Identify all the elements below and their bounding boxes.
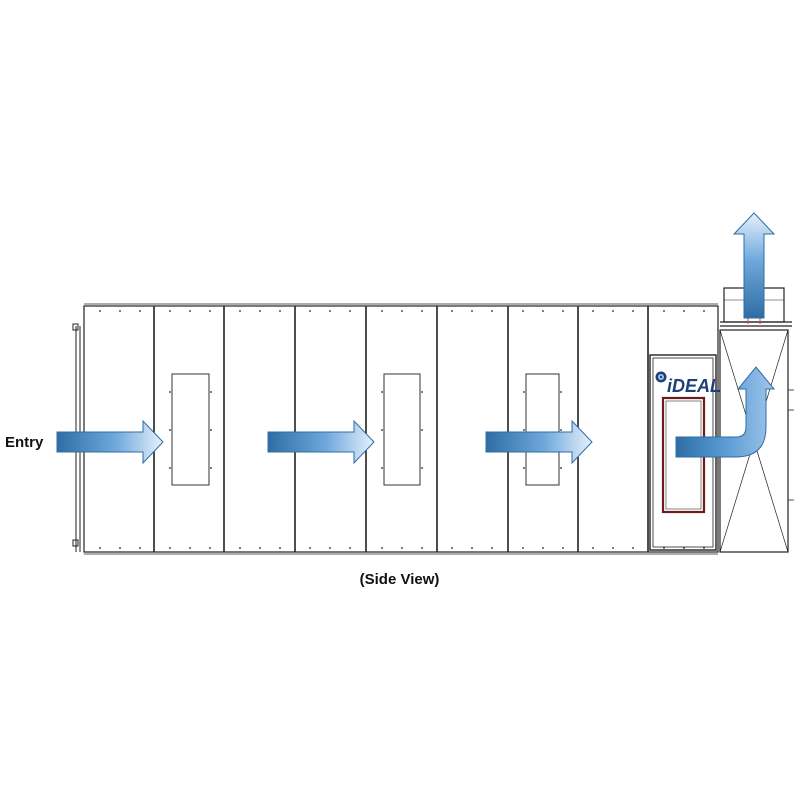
entry-label: Entry	[5, 434, 44, 451]
logo-text: iDEAL	[667, 376, 721, 396]
plenum-markers	[747, 318, 761, 324]
arrow-right-icon	[267, 419, 375, 465]
diagram-caption: (Side View)	[359, 571, 440, 588]
window-1	[169, 373, 212, 486]
panel-seams	[153, 306, 649, 552]
arrow-curve-up-icon	[675, 366, 776, 458]
arrow-right-icon	[485, 419, 593, 465]
window-2	[381, 373, 423, 486]
window-3	[523, 373, 562, 486]
arrow-up-icon	[732, 212, 776, 319]
logo-emblem-icon	[655, 371, 667, 383]
arrow-right-icon	[56, 419, 164, 465]
booth-body	[83, 303, 719, 555]
rivets	[99, 310, 705, 549]
